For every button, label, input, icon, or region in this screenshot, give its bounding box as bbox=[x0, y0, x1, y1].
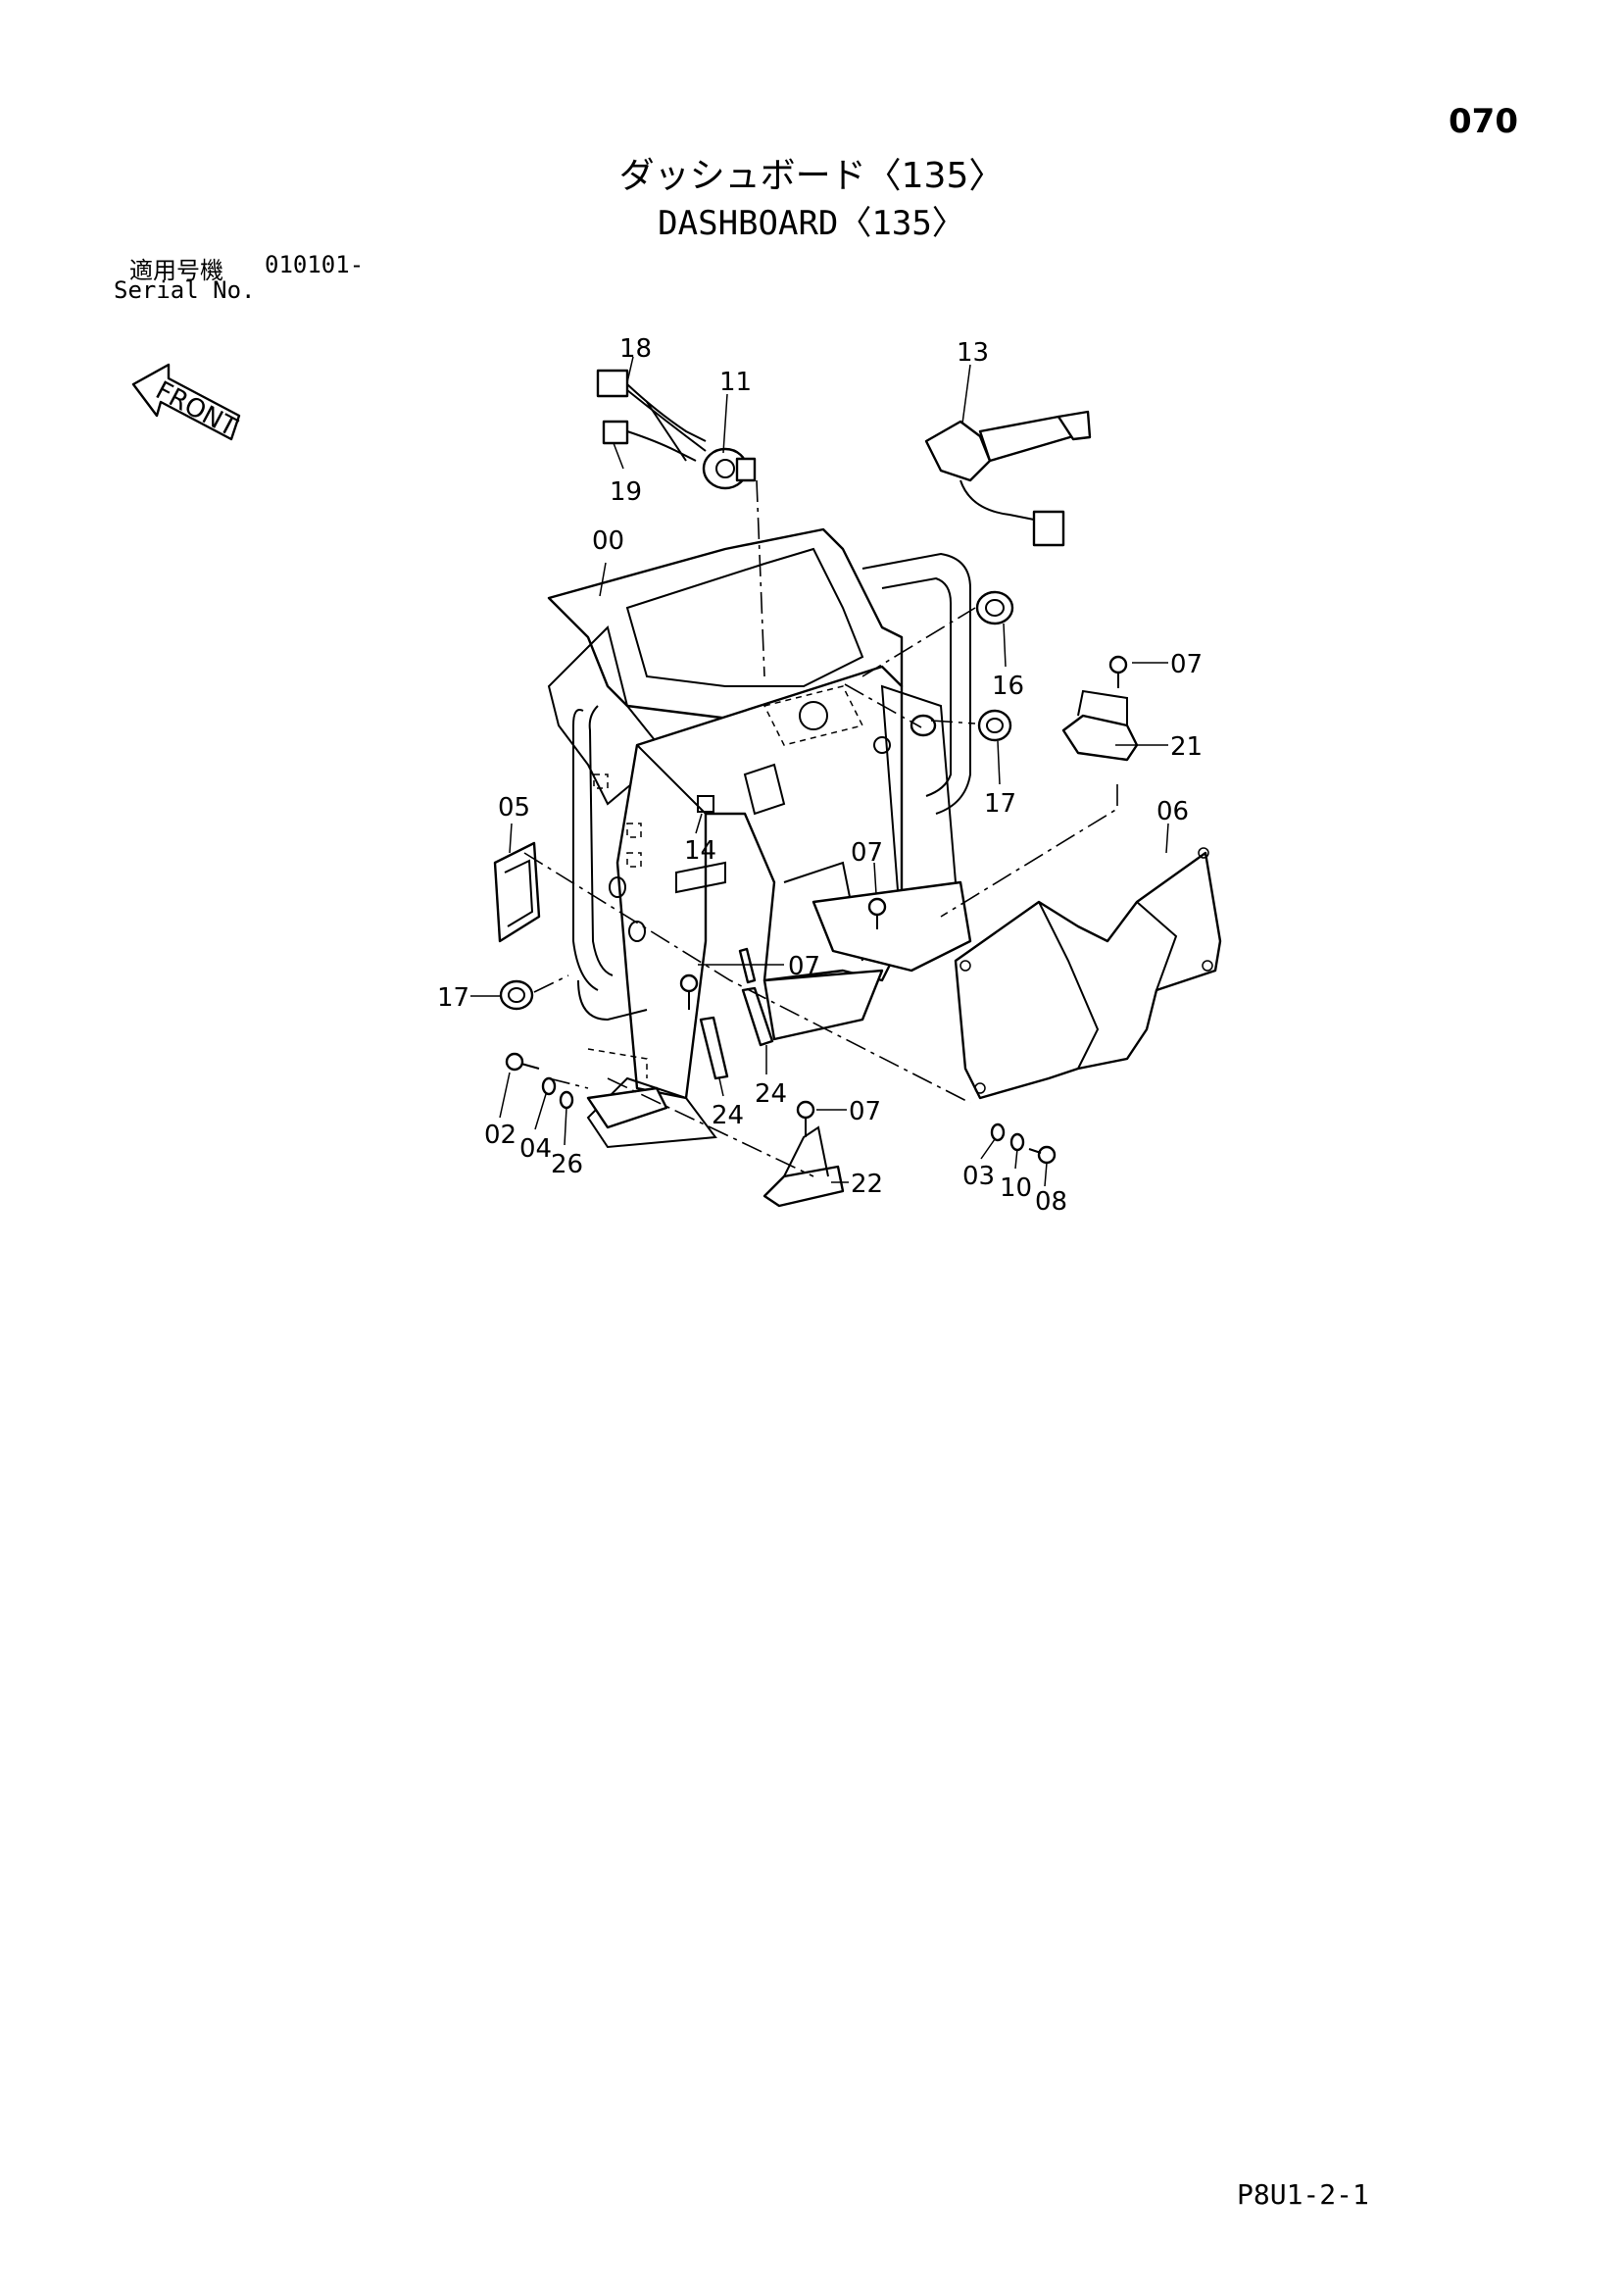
ignition-switch bbox=[702, 447, 757, 490]
serial-number: 010101- bbox=[265, 251, 365, 278]
callout-24-a: 24 bbox=[712, 1101, 744, 1130]
serial-label-english: Serial No. bbox=[114, 276, 256, 304]
callout-13: 13 bbox=[957, 338, 989, 368]
bolt-02 bbox=[505, 1052, 540, 1072]
bolt-07-d bbox=[796, 1100, 815, 1137]
callout-08: 08 bbox=[1035, 1187, 1067, 1217]
cover-panel bbox=[954, 847, 1222, 1100]
page-number: 070 bbox=[1449, 102, 1518, 141]
callout-24-b: 24 bbox=[755, 1079, 787, 1109]
washer-03 bbox=[990, 1123, 1006, 1142]
callout-03: 03 bbox=[962, 1162, 995, 1191]
front-arrow-icon: FRONT bbox=[131, 363, 242, 443]
callout-11: 11 bbox=[719, 368, 752, 397]
callout-19: 19 bbox=[610, 477, 642, 507]
clamp bbox=[493, 841, 541, 943]
callout-22: 22 bbox=[851, 1170, 883, 1199]
control-lever bbox=[924, 410, 1092, 547]
callout-05: 05 bbox=[498, 793, 530, 823]
washer-26 bbox=[559, 1090, 574, 1110]
bracket-22 bbox=[762, 1125, 845, 1208]
bolt-08 bbox=[1028, 1145, 1057, 1165]
callout-00: 00 bbox=[592, 526, 624, 556]
washer-10 bbox=[1009, 1132, 1025, 1152]
callout-14: 14 bbox=[684, 836, 716, 866]
title-japanese: ダッシュボード〈135〉 bbox=[618, 156, 1005, 196]
document-reference: P8U1-2-1 bbox=[1237, 2178, 1369, 2211]
handrail-pipe bbox=[572, 552, 971, 1022]
callout-07-a: 07 bbox=[1170, 650, 1203, 679]
callout-07-c: 07 bbox=[788, 952, 820, 981]
grommet-17-upper bbox=[977, 709, 1012, 742]
callout-26: 26 bbox=[551, 1150, 583, 1179]
stay-rod-right bbox=[741, 986, 774, 1047]
dashboard-frame bbox=[547, 527, 972, 1149]
stay-rod-left bbox=[699, 1016, 729, 1080]
callout-10: 10 bbox=[1000, 1173, 1032, 1203]
front-label: FRONT bbox=[151, 375, 242, 442]
wire-harness bbox=[596, 369, 707, 462]
callout-17-a: 17 bbox=[984, 789, 1016, 819]
callout-21: 21 bbox=[1170, 732, 1203, 762]
grommet-16 bbox=[975, 590, 1014, 625]
callout-16: 16 bbox=[992, 672, 1024, 701]
bolt-07-b bbox=[867, 897, 887, 929]
bolt-07-a bbox=[1108, 655, 1128, 688]
bracket-21 bbox=[1061, 689, 1139, 762]
callout-04: 04 bbox=[519, 1134, 552, 1164]
washer-04 bbox=[541, 1076, 557, 1096]
stay-rod-small bbox=[738, 947, 757, 984]
serial-label-japanese: 適用号機 bbox=[129, 257, 223, 284]
bolt-07-c bbox=[679, 973, 699, 1010]
assembly-lines bbox=[523, 479, 1118, 1177]
title-english: DASHBOARD〈135〉 bbox=[658, 204, 965, 243]
callout-06: 06 bbox=[1156, 797, 1189, 826]
cap bbox=[910, 714, 937, 737]
leader-lines bbox=[470, 356, 1169, 1187]
callout-07-d: 07 bbox=[849, 1097, 881, 1126]
grommet-17-lower bbox=[499, 979, 534, 1011]
callout-17-b: 17 bbox=[437, 983, 469, 1013]
callout-18: 18 bbox=[619, 334, 652, 364]
callout-07-b: 07 bbox=[851, 838, 883, 868]
callout-02: 02 bbox=[484, 1121, 516, 1150]
